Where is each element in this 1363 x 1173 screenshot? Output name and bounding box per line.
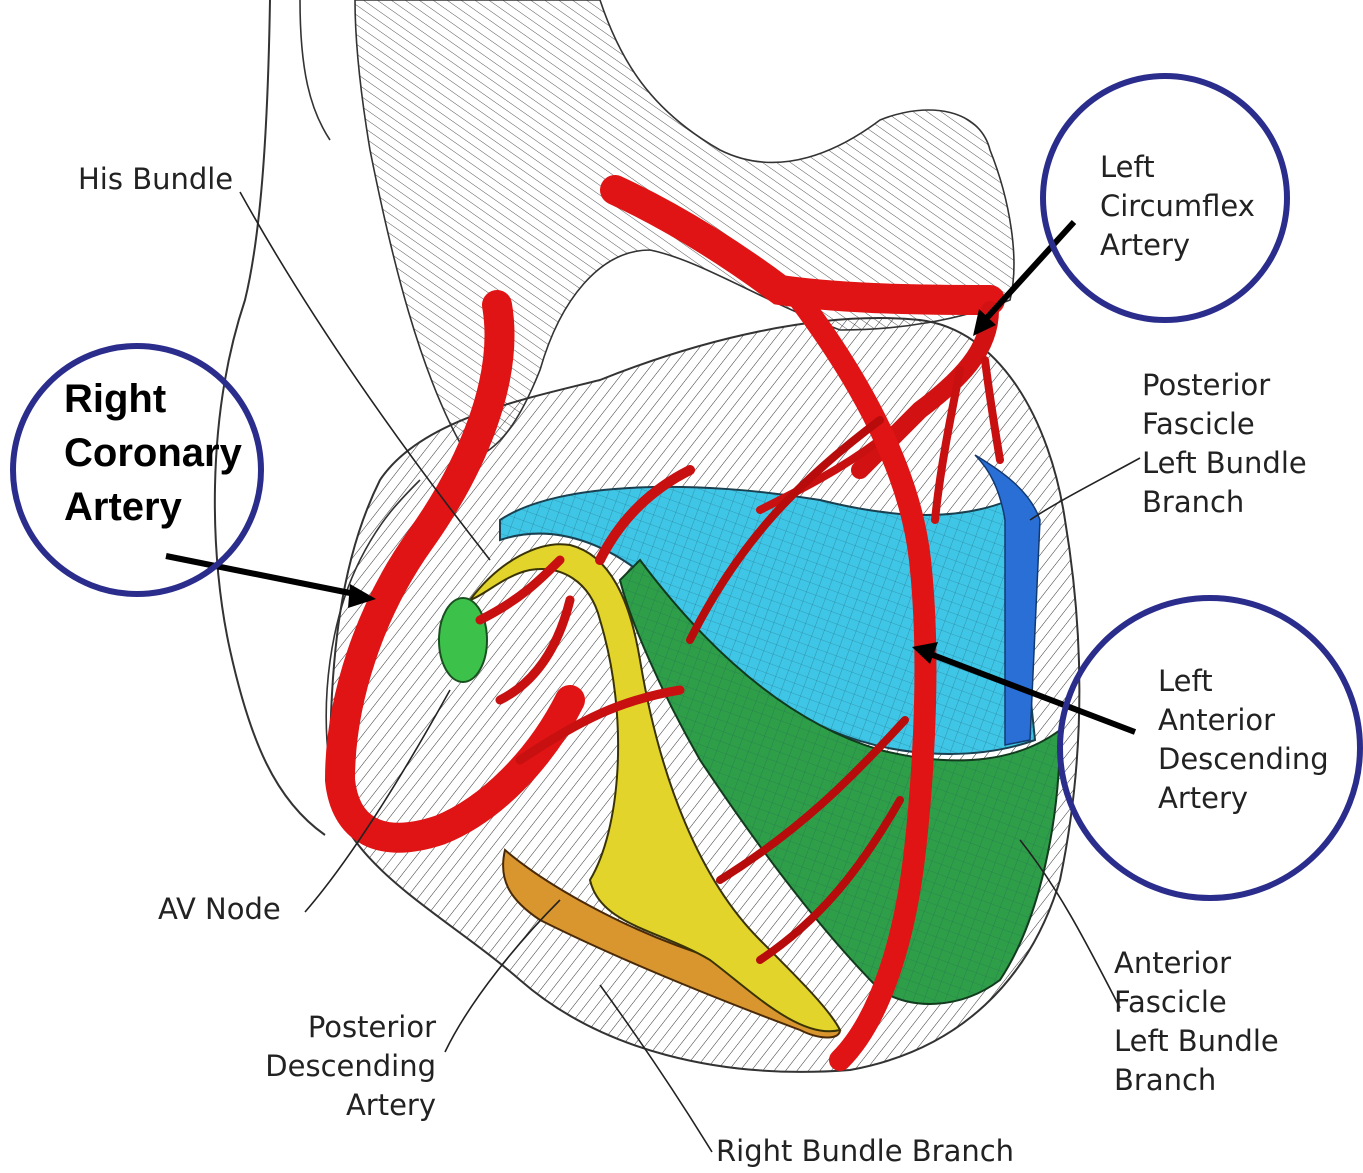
label-right-bundle-branch: Right Bundle Branch	[716, 1132, 1014, 1171]
av-node-shape	[439, 598, 487, 682]
pulmonary-outline-right	[300, 0, 330, 140]
label-anterior-fascicle: Anterior Fascicle Left Bundle Branch	[1114, 944, 1279, 1100]
label-his-bundle: His Bundle	[78, 160, 233, 199]
label-av-node: AV Node	[158, 890, 281, 929]
label-right-coronary-artery: Right Coronary Artery	[64, 372, 242, 534]
label-left-anterior-descending-artery: Left Anterior Descending Artery	[1158, 662, 1329, 818]
label-posterior-fascicle: Posterior Fascicle Left Bundle Branch	[1142, 366, 1307, 522]
label-left-circumflex-artery: Left Circumflex Artery	[1100, 148, 1255, 265]
label-posterior-descending-artery: Posterior Descending Artery	[250, 1008, 436, 1125]
